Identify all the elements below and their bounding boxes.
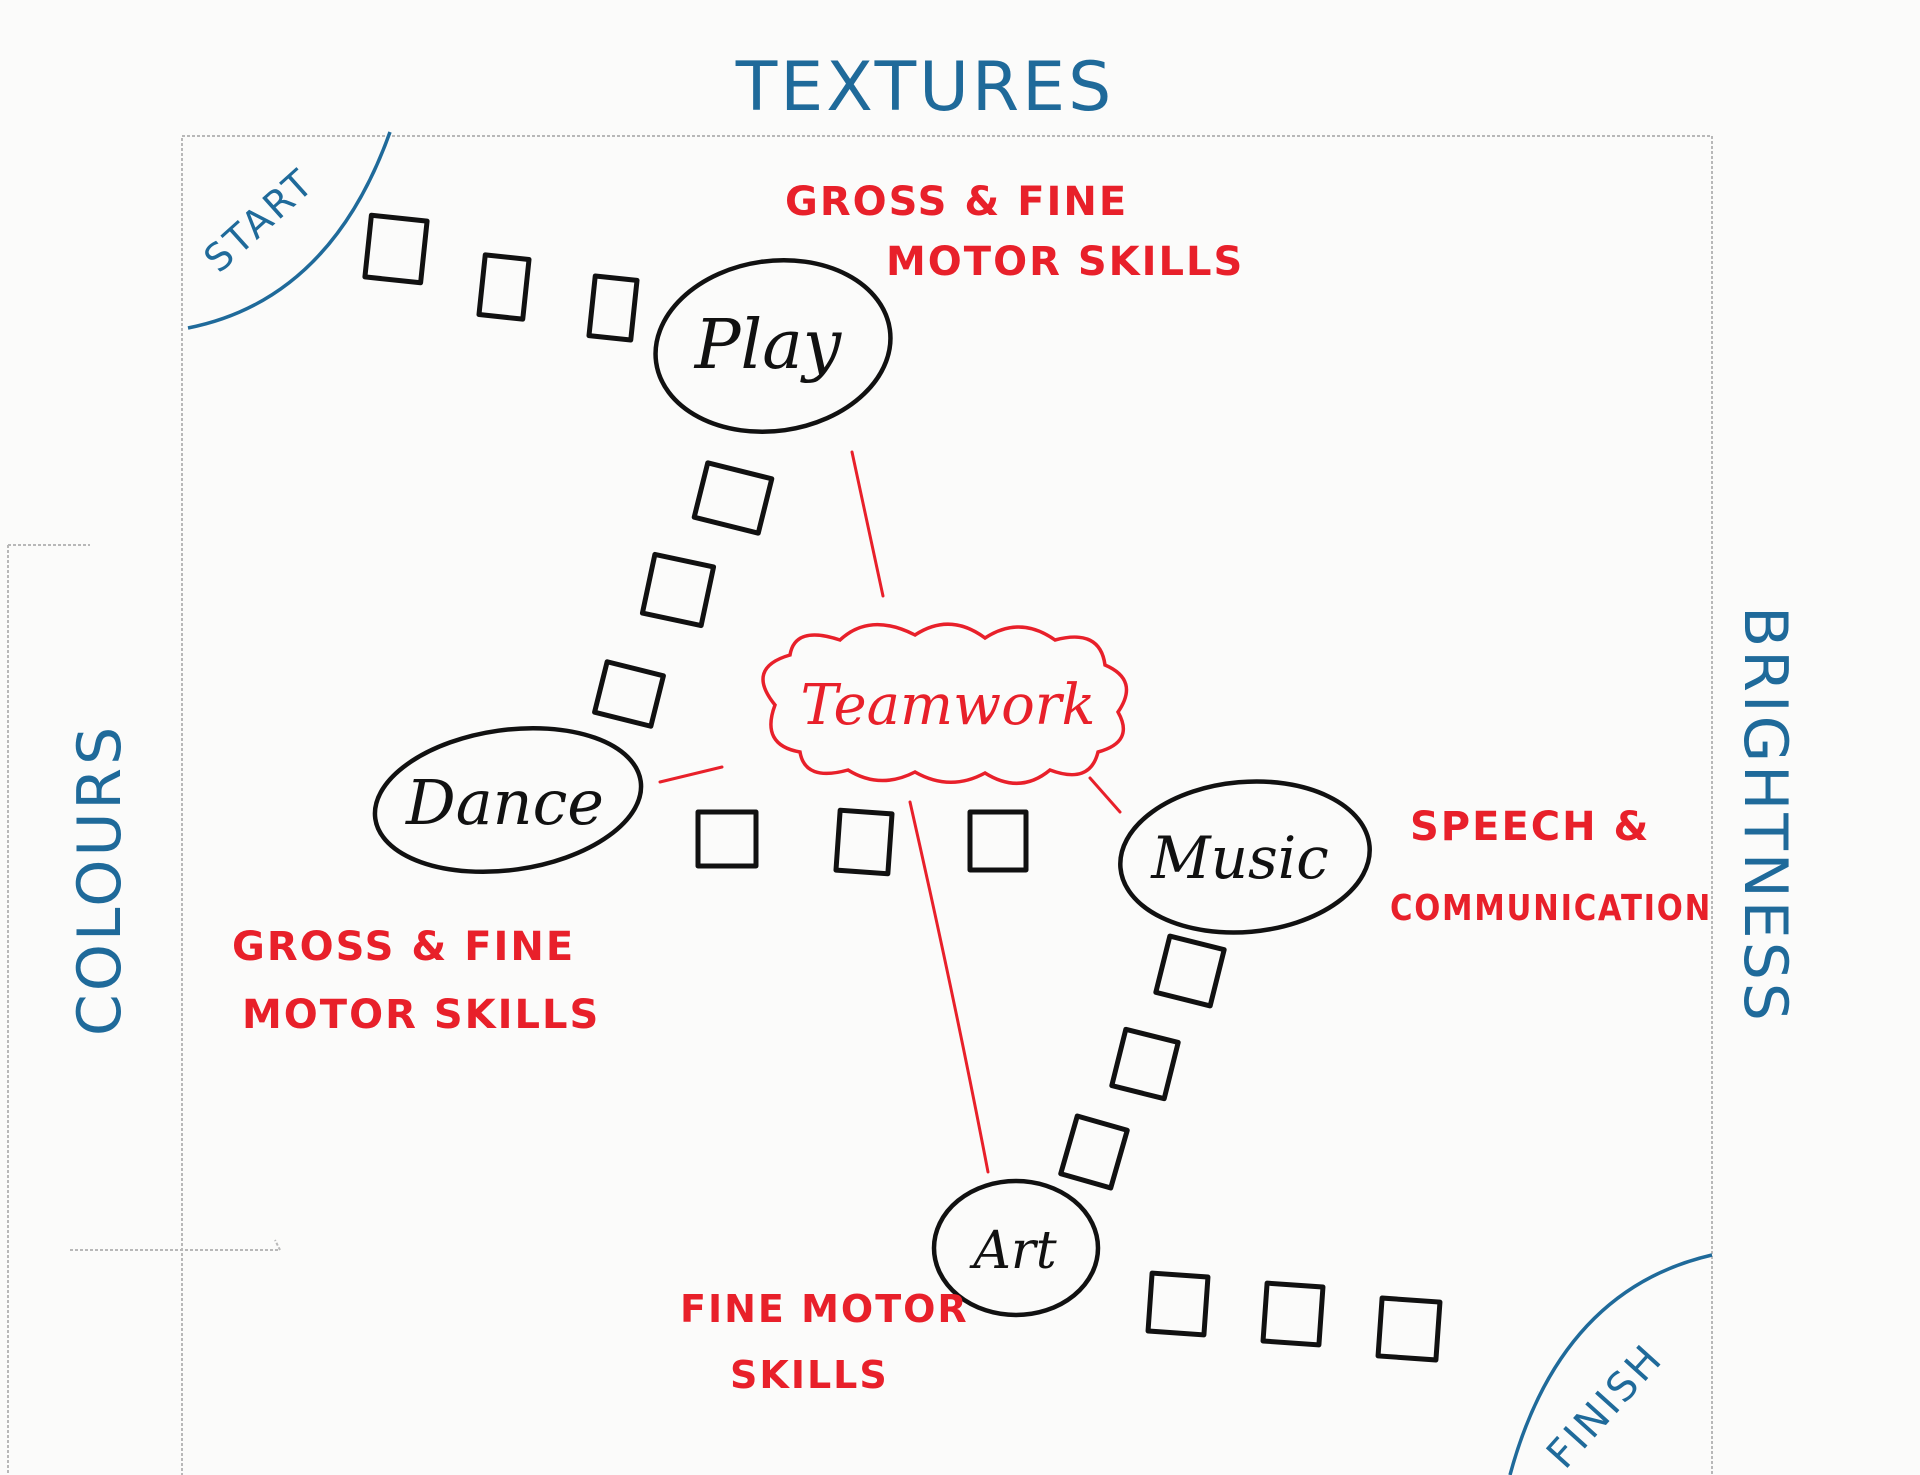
path-square xyxy=(592,659,666,729)
path-square xyxy=(691,460,775,536)
path-square xyxy=(1153,933,1227,1009)
node-teamwork-label: Teamwork xyxy=(801,673,1096,738)
path-square xyxy=(1109,1026,1181,1102)
path-square xyxy=(639,551,717,629)
finish-arc xyxy=(1508,1253,1713,1475)
teamwork-cloud xyxy=(761,622,1129,786)
path-square xyxy=(586,273,640,343)
path-square xyxy=(967,809,1029,873)
annotation-dance-line2: MOTOR SKILLS xyxy=(242,992,600,1038)
node-art xyxy=(931,1178,1101,1318)
side-label-top: TEXTURES xyxy=(735,48,1115,127)
side-label-left: COLOURS xyxy=(65,724,135,1036)
node-dance xyxy=(372,725,644,875)
start-label: START xyxy=(195,160,323,281)
node-play xyxy=(653,257,893,435)
annotation-dance-line1: GROSS & FINE xyxy=(232,924,575,970)
path-square xyxy=(695,809,759,869)
node-play-label: Play xyxy=(693,306,843,385)
path-square xyxy=(476,252,532,322)
path-square xyxy=(833,807,895,877)
path-square xyxy=(1260,1280,1326,1348)
node-music-label: Music xyxy=(1150,824,1329,892)
node-art-label: Art xyxy=(969,1221,1056,1281)
side-label-right: BRIGHTNESS xyxy=(1730,606,1800,1024)
board-frame xyxy=(181,135,1713,1475)
path-square xyxy=(1145,1270,1211,1338)
path-square xyxy=(362,212,430,286)
start-arc xyxy=(187,131,392,330)
path-square xyxy=(1375,1295,1443,1363)
path-squares xyxy=(362,212,1443,1363)
annotation-art-line2: SKILLS xyxy=(730,1353,889,1397)
connector-play-teamwork xyxy=(850,450,885,598)
connector-music-teamwork xyxy=(1088,776,1122,814)
annotation-music-line2: COMMUNICATION xyxy=(1390,888,1712,929)
annotation-play-line1: GROSS & FINE xyxy=(785,179,1128,225)
annotation-play-line2: MOTOR SKILLS xyxy=(886,239,1244,285)
finish-label: FINISH xyxy=(1538,1335,1673,1475)
node-dance-label: Dance xyxy=(405,766,604,839)
annotation-music-line1: SPEECH & xyxy=(1410,804,1650,850)
paper-edge-left xyxy=(7,544,282,1475)
annotation-art-line1: FINE MOTOR xyxy=(680,1287,969,1331)
path-square xyxy=(1058,1113,1130,1191)
connector-dance-teamwork xyxy=(658,765,724,784)
node-music xyxy=(1118,779,1372,935)
connector-art-teamwork xyxy=(908,800,990,1174)
